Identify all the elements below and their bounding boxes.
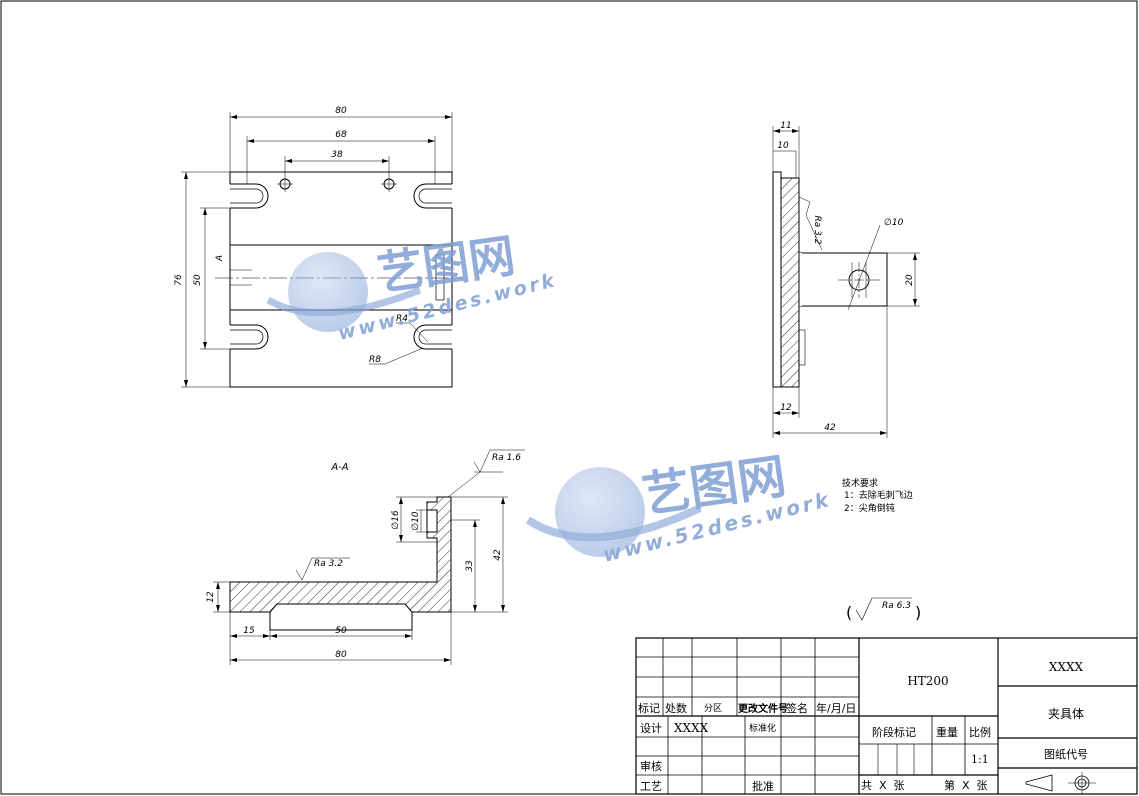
roughness-symbol — [855, 597, 912, 621]
tb-header-date: 年/月/日 — [816, 701, 856, 715]
tb-header-sign: 签名 — [786, 701, 808, 715]
dim-phi10-section: ∅10 — [411, 511, 421, 531]
u-slot-bl — [230, 324, 269, 350]
u-slot-tr — [413, 183, 452, 209]
u-slot-br — [413, 324, 452, 350]
watermark-2: 艺图网 www.52des.work — [525, 448, 834, 567]
tb-standard-label: 标准化 — [749, 722, 776, 734]
tb-designer: XXXX — [674, 721, 709, 735]
dim-12-section: 12 — [206, 591, 216, 603]
dim-phi10-side: ∅10 — [884, 218, 904, 228]
ra-3-2-section: Ra 3.2 — [314, 559, 343, 569]
tb-material: HT200 — [907, 674, 948, 688]
tb-code-top: XXXX — [1049, 660, 1084, 674]
tb-weight-label: 重量 — [936, 725, 958, 739]
notes-title: 技术要求 — [842, 477, 878, 489]
note-item-2: 2：尖角倒钝 — [844, 502, 895, 514]
top-view-arrowheads — [184, 115, 452, 387]
side-boss — [799, 252, 888, 307]
ra-3-2-side: Ra 3.2 — [812, 216, 822, 245]
tb-approve-label: 批准 — [752, 779, 774, 793]
dim-68: 68 — [335, 130, 347, 140]
dim-42-side: 42 — [824, 423, 836, 433]
tb-process-label: 工艺 — [640, 780, 662, 793]
section-title: A-A — [330, 462, 348, 473]
section-view — [213, 449, 525, 665]
u-slot-tl — [230, 183, 269, 209]
dim-50-section: 50 — [335, 626, 347, 636]
dim-20: 20 — [905, 274, 915, 286]
tb-header-mark: 标记 — [638, 701, 660, 715]
tb-stage-label: 阶段标记 — [872, 725, 916, 739]
dim-10-side: 10 — [777, 141, 789, 151]
tb-header-change-doc: 更改文件号 — [738, 702, 788, 715]
tb-scale-value: 1:1 — [971, 753, 989, 766]
side-view-arrowheads — [773, 129, 917, 435]
dim-33: 33 — [465, 560, 475, 572]
title-block — [635, 637, 1138, 795]
tb-review-label: 审核 — [640, 759, 662, 773]
side-plate — [772, 171, 782, 388]
dim-r4: R4 — [396, 314, 408, 324]
dim-11: 11 — [780, 121, 791, 131]
tb-header-zone: 分区 — [704, 703, 722, 714]
dim-76: 76 — [174, 274, 184, 286]
dim-42-section: 42 — [493, 549, 503, 561]
tb-part-name: 夹具体 — [1048, 707, 1084, 721]
tb-scale-label: 比例 — [969, 725, 991, 739]
tb-sheets-total: 共 X 张 — [861, 779, 905, 792]
watermark-1: 艺图网 www.52des.work — [266, 228, 559, 345]
section-view-arrowheads — [216, 497, 505, 662]
dim-r8: R8 — [369, 355, 381, 365]
dim-15: 15 — [243, 626, 255, 636]
roughness-general-value: Ra 6.3 — [882, 601, 911, 611]
tb-drawing-code-label: 图纸代号 — [1044, 748, 1088, 761]
projection-symbol — [1025, 774, 1053, 792]
section-cut-marker: A — [215, 255, 225, 262]
side-view — [772, 126, 920, 438]
tb-sheet-no: 第 X 张 — [944, 778, 988, 792]
roughness-open-paren: ( — [846, 603, 852, 622]
note-item-1: 1：去除毛刺飞边 — [844, 489, 913, 501]
side-body-hatched — [780, 177, 800, 388]
ra-1-6: Ra 1.6 — [492, 453, 521, 463]
dim-80-section: 80 — [335, 650, 347, 660]
dim-80-top: 80 — [335, 106, 347, 116]
dim-12-side: 12 — [780, 403, 792, 413]
tb-design-label: 设计 — [640, 722, 662, 735]
roughness-close-paren: ) — [915, 603, 921, 622]
dim-50-top: 50 — [193, 274, 203, 286]
tb-header-count: 处数 — [665, 702, 687, 715]
dim-phi16: ∅16 — [391, 510, 401, 530]
dim-38: 38 — [331, 150, 343, 160]
